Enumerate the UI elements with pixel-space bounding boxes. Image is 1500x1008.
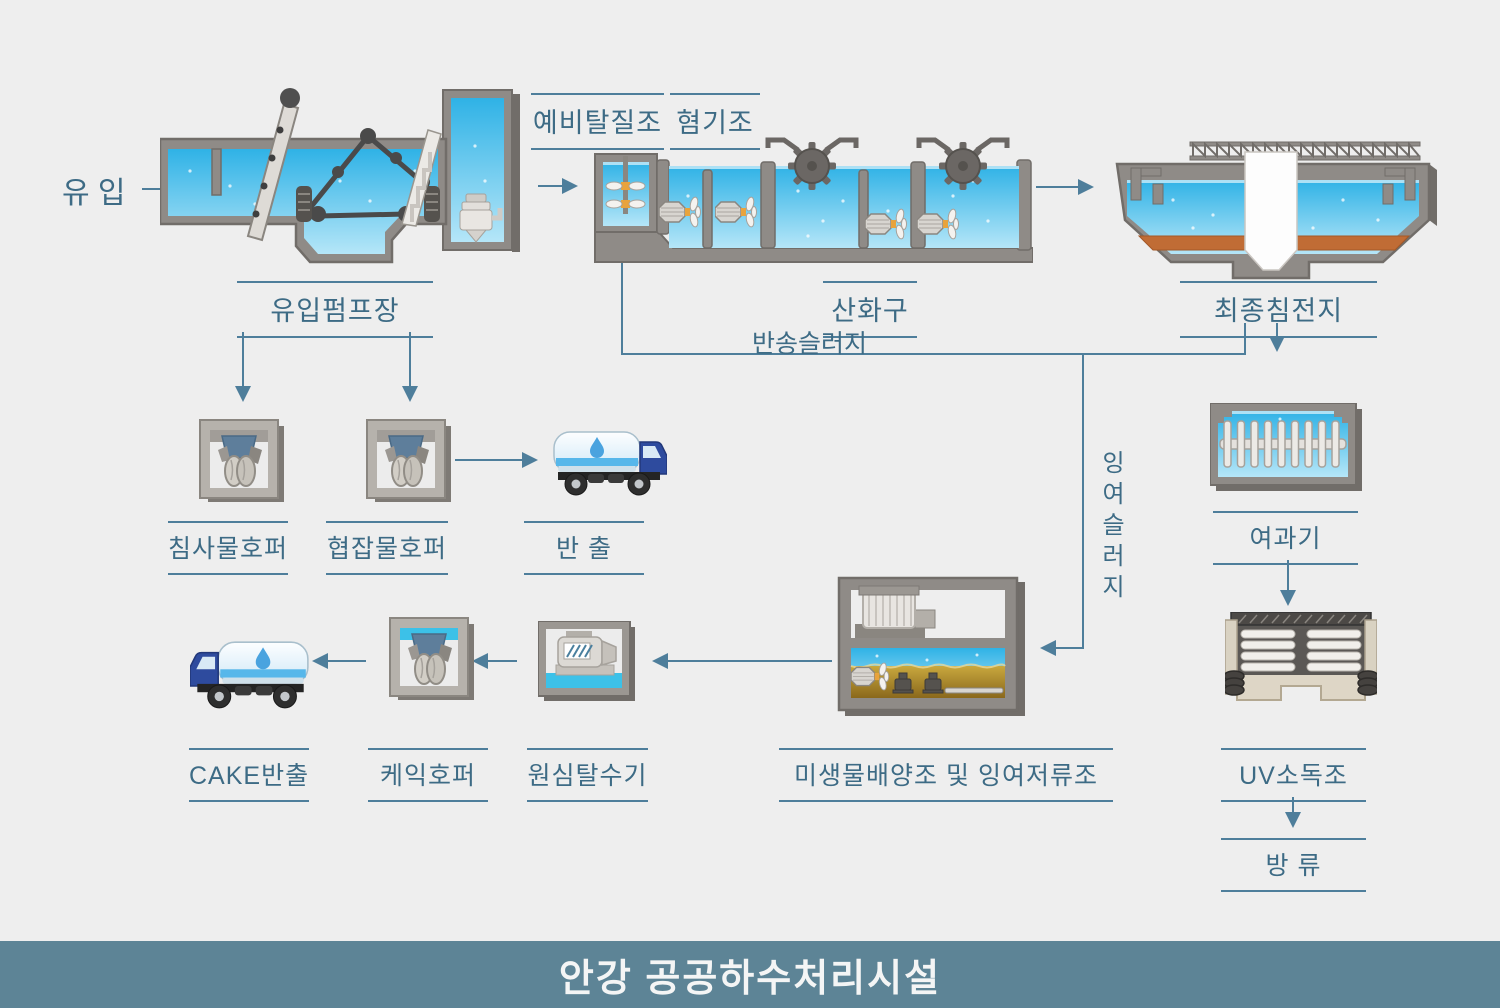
uv-unit-graphic (1225, 612, 1377, 701)
label-pre-denitrification: 예비탈질조 (531, 93, 664, 150)
label-uv-disinfection: UV소독조 (1221, 748, 1366, 802)
facility-title: 안강 공공하수처리시설 (558, 958, 942, 1000)
final-clarifier-graphic (1115, 141, 1437, 280)
line-return-sludge (614, 240, 1246, 355)
label-anaerobic: 혐기조 (670, 93, 760, 150)
oxidation-ditch-graphic (594, 137, 1033, 263)
filter-graphic (1210, 403, 1362, 491)
return-sludge-label: 반송슬러지 (752, 330, 868, 358)
label-cake-haul-out: CAKE반출 (189, 748, 309, 802)
label-cake-hopper: 케익호퍼 (368, 748, 488, 802)
cake-hopper-graphic (389, 617, 475, 701)
label-filter: 여과기 (1213, 511, 1358, 565)
label-centrifugal-dehydrator: 원심탈수기 (527, 748, 648, 802)
line-excess-sludge (1040, 355, 1084, 656)
label-final-clarifier: 최종침전지 (1180, 281, 1377, 338)
label-grit-hopper: 침사물호퍼 (168, 521, 288, 575)
cake-truck-graphic (190, 641, 309, 709)
label-bio-tank: 미생물배양조 및 잉여저류조 (779, 748, 1113, 802)
inflow-pump-station-graphic (160, 88, 520, 264)
centrifuge-graphic (538, 621, 635, 701)
grit-hopper-graphic (199, 419, 285, 503)
excess-sludge-label: 잉여슬러지 (1097, 450, 1124, 605)
screenings-hopper-graphic (366, 419, 452, 503)
haul-out-truck-graphic (553, 431, 667, 496)
label-haul-out: 반 출 (524, 521, 644, 575)
label-inflow-pump-station: 유입펌프장 (237, 281, 433, 338)
inflow-label: 유 입 (62, 177, 126, 210)
label-screenings-hopper: 협잡물호퍼 (326, 521, 448, 575)
label-discharge: 방 류 (1221, 838, 1366, 892)
label-oxidation-ditch: 산화구 (823, 281, 917, 338)
bio-tank-graphic (837, 576, 1025, 716)
title-banner: 안강 공공하수처리시설 (0, 941, 1500, 1008)
